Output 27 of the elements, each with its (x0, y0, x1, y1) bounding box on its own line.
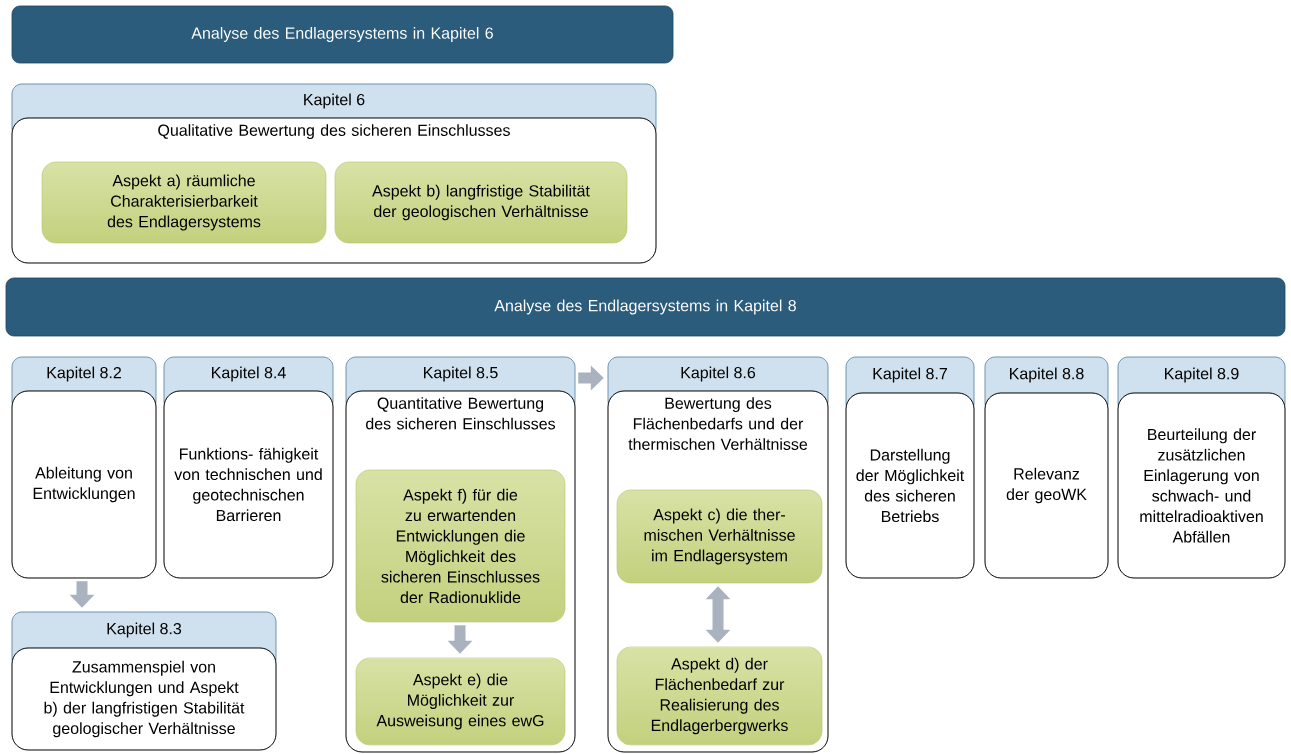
aspect-box: Aspekt e) die Möglichkeit zur Ausweisung eines ewG (355, 657, 566, 746)
chapter-box: Kapitel 8.4 Funktions- fähigkeit von technischen und geotechnischen Barrieren (163, 356, 334, 579)
node-label: Kapitel 8.4 (212, 366, 286, 382)
node-label: Zusammenspiel von Entwicklungen und Aspekt b) der langfristigen Stabilität geologischer Verhältnisse (44, 660, 245, 738)
node-label: Beurteilung der zusätzlichen Einlagerung von schwach- und mittelradioaktiven Abfällen (1140, 428, 1263, 543)
node-label: Kapitel 8.7 (873, 367, 947, 383)
node-label: Kapitel 6 (304, 93, 365, 109)
chapter-box: Kapitel 8.3 Zusammenspiel von Entwicklungen und Aspekt b) der langfristigen Stabilität geologischer Verhältnisse (11, 611, 277, 751)
aspect-box: Aspekt b) langfristige Stabilität der geologischen Verhältnisse (334, 161, 628, 244)
aspect-box: Aspekt d) der Flächenbedarf zur Realisierung des Endlagerbergwerks (616, 646, 823, 746)
chapter-box: Kapitel 8.9 Beurteilung der zusätzlichen Einlagerung von schwach- und mittelradioaktiven Abfällen (1117, 356, 1286, 579)
node-label: Kapitel 8.2 (47, 366, 121, 382)
chapter-box: Kapitel 8.7 Darstellung der Möglichkeit des sicheren Betriebs (845, 356, 975, 579)
node-label: Kapitel 8.5 (424, 366, 498, 382)
chapter-box: Kapitel 8.8 Relevanz der geoWK (984, 356, 1109, 579)
node-label: Kapitel 8.8 (1010, 367, 1084, 383)
banner: Analyse des Endlagersystems in Kapitel 6 (11, 5, 674, 64)
node-label: Bewertung des Flächenbedarfs und der thermischen Verhältnisse (628, 397, 808, 450)
aspect-box: Aspekt f) für die zu erwartenden Entwicklungen die Möglichkeit des sicheren Einschlusses der Radionuklide (355, 469, 566, 623)
node-label: Quantitative Bewertung des sicheren Einschlusses (366, 397, 556, 430)
banner: Analyse des Endlagersystems in Kapitel 8 (5, 277, 1286, 337)
node-label: Kapitel 8.3 (107, 622, 182, 638)
aspect-box: Aspekt a) räumliche Charakterisierbarkeit des Endlagersystems (41, 161, 327, 244)
aspect-box: Aspekt c) die ther- mischen Verhältnisse im Endlagersystem (616, 489, 823, 584)
node-label: Kapitel 8.9 (1165, 367, 1239, 383)
chapter-box: Kapitel 8.2 Ableitung von Entwicklungen (11, 356, 157, 579)
node-label: Kapitel 8.6 (681, 366, 756, 382)
